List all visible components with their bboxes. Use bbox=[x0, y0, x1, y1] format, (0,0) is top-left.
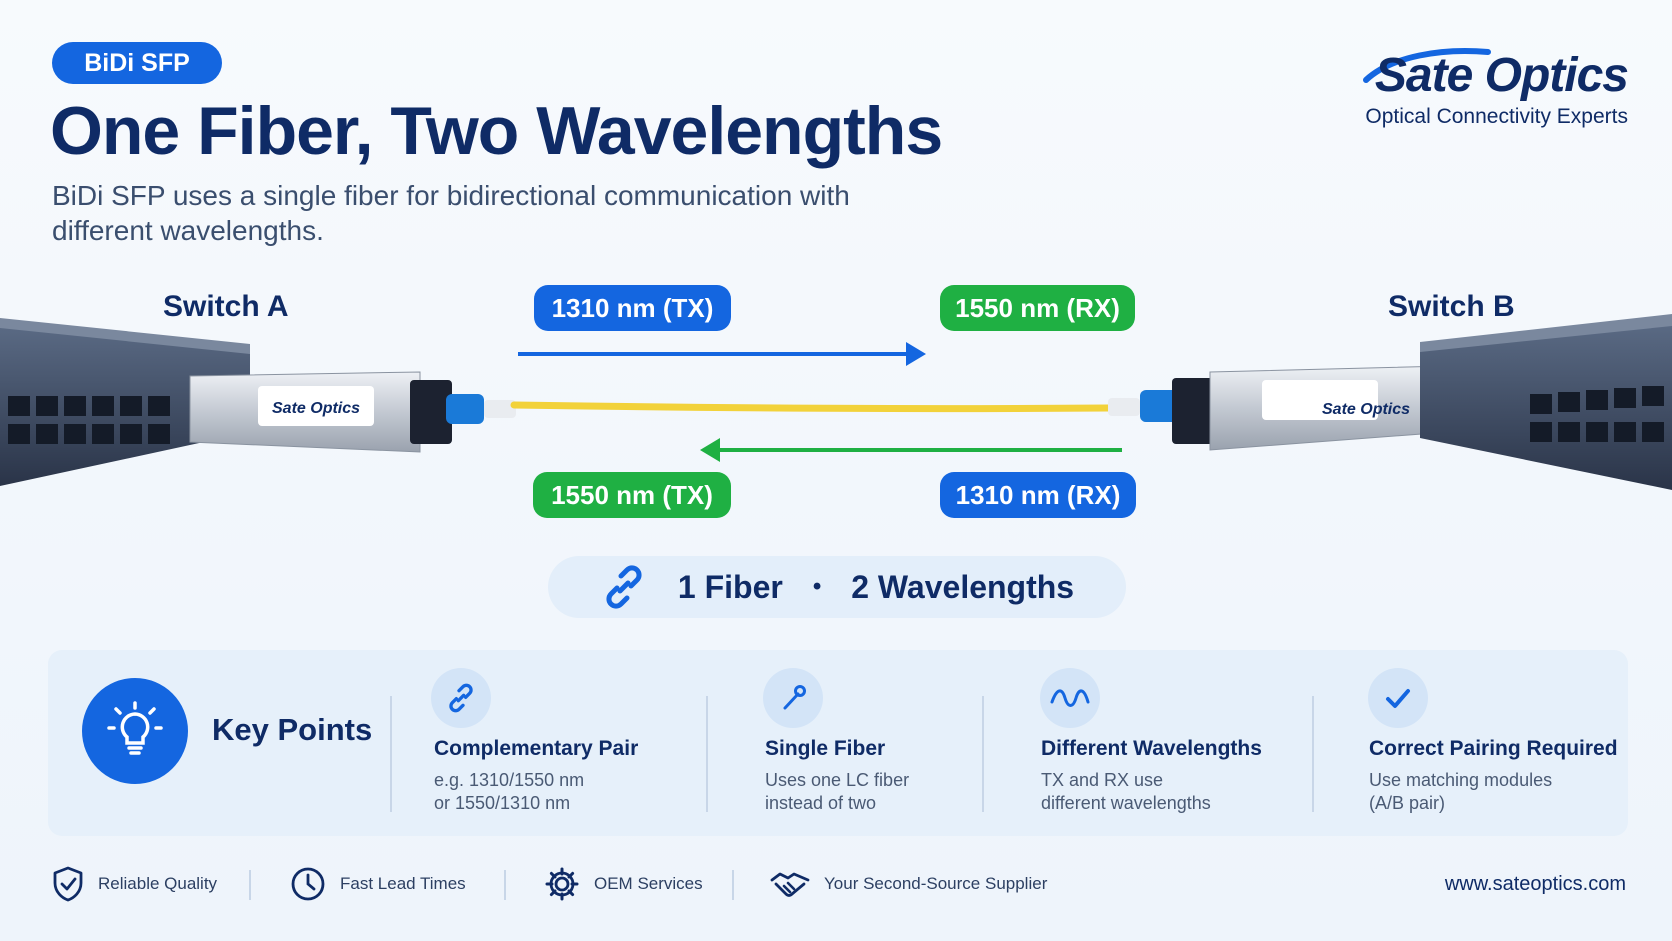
brand-logo: Sate Optics Optical Connectivity Experts bbox=[1365, 48, 1629, 129]
shield-check-icon bbox=[53, 866, 83, 902]
feature-desc-line: or 1550/1310 nm bbox=[434, 793, 571, 813]
feature-different-wavelengths: Different Wavelengths TX and RX use diff… bbox=[1041, 737, 1262, 815]
page-subtitle: BiDi SFP uses a single fiber for bidirec… bbox=[52, 180, 850, 246]
footer-label: Fast Lead Times bbox=[340, 874, 466, 893]
wavelength-pill-b-tx: 1310 nm (RX) bbox=[940, 472, 1136, 518]
footer-label: OEM Services bbox=[594, 874, 703, 893]
feature-desc-line: instead of two bbox=[765, 793, 877, 813]
feature-desc-line: Uses one LC fiber bbox=[765, 770, 910, 790]
fiber-cable bbox=[510, 401, 1112, 413]
summary-pill: 1 Fiber • 2 Wavelengths bbox=[548, 556, 1126, 618]
footer-divider bbox=[732, 870, 734, 900]
footer-label: Reliable Quality bbox=[98, 874, 218, 893]
handshake-icon bbox=[770, 872, 810, 897]
feature-desc-line: TX and RX use bbox=[1041, 770, 1164, 790]
feature-title: Correct Pairing Required bbox=[1369, 737, 1618, 760]
brand-name: Sate Optics bbox=[1374, 49, 1629, 102]
key-points-badge bbox=[82, 678, 188, 784]
summary-wavelengths: 2 Wavelengths bbox=[851, 568, 1075, 605]
arrow-left-rx-icon bbox=[700, 438, 1122, 462]
divider bbox=[706, 696, 708, 812]
divider bbox=[982, 696, 984, 812]
footer-item-lead-times: Fast Lead Times bbox=[290, 866, 466, 902]
fiber-link-diagram bbox=[0, 314, 1672, 490]
brand-swoosh-icon bbox=[1363, 48, 1491, 83]
footer-divider bbox=[504, 870, 506, 900]
link-icon bbox=[449, 683, 473, 713]
link-icon bbox=[606, 565, 642, 609]
footer-divider bbox=[249, 870, 251, 900]
page-title: One Fiber, Two Wavelengths bbox=[50, 93, 943, 169]
feature-desc-line: Use matching modules bbox=[1369, 770, 1553, 790]
check-icon bbox=[1386, 689, 1410, 708]
switch-a-icon bbox=[0, 318, 250, 486]
key-points-title: Key Points bbox=[212, 712, 373, 747]
feature-icon-single-fiber bbox=[763, 668, 823, 728]
feature-title: Different Wavelengths bbox=[1041, 737, 1262, 760]
feature-title: Single Fiber bbox=[765, 737, 886, 760]
feature-single-fiber: Single Fiber Uses one LC fiber instead o… bbox=[765, 737, 909, 815]
arrow-right-tx-icon bbox=[518, 342, 926, 366]
product-badge: BiDi SFP bbox=[52, 42, 222, 84]
feature-icon-pairing bbox=[1368, 668, 1428, 728]
feature-complementary-pair: Complementary Pair e.g. 1310/1550 nm or … bbox=[434, 737, 638, 815]
lightbulb-icon bbox=[107, 701, 163, 755]
wave-icon bbox=[1050, 689, 1090, 707]
footer-item-oem: OEM Services bbox=[544, 866, 703, 902]
footer-item-quality: Reliable Quality bbox=[52, 866, 217, 902]
feature-desc-line: e.g. 1310/1550 nm bbox=[434, 770, 585, 790]
feature-correct-pairing: Correct Pairing Required Use matching mo… bbox=[1369, 737, 1618, 815]
wavelength-pill-a-rx: 1550 nm (TX) bbox=[533, 472, 731, 518]
switch-a-label: Switch A bbox=[163, 290, 289, 323]
key-points-panel bbox=[48, 650, 1628, 836]
feature-icon-complementary bbox=[431, 668, 491, 728]
feature-icon-wavelengths bbox=[1040, 668, 1100, 728]
summary-fiber: 1 Fiber bbox=[677, 568, 783, 605]
fiber-probe-icon bbox=[783, 685, 806, 710]
module-a-label: Sate Optics bbox=[272, 400, 361, 417]
wavelength-pill-a-tx: 1310 nm (TX) bbox=[534, 285, 731, 331]
divider bbox=[1312, 696, 1314, 812]
gear-icon bbox=[545, 867, 579, 901]
website-link[interactable]: www.sateoptics.com bbox=[1444, 873, 1626, 895]
switch-b-label: Switch B bbox=[1388, 290, 1515, 323]
feature-desc-line: different wavelengths bbox=[1041, 793, 1211, 813]
switch-b-icon bbox=[1420, 314, 1672, 490]
wavelength-pill-b-rx: 1550 nm (RX) bbox=[940, 285, 1135, 331]
brand-tagline: Optical Connectivity Experts bbox=[1365, 105, 1628, 128]
divider bbox=[390, 696, 392, 812]
summary-separator: • bbox=[812, 573, 822, 600]
module-b-label: Sate Optics bbox=[1322, 401, 1411, 418]
feature-desc-line: (A/B pair) bbox=[1369, 793, 1446, 813]
footer-label: Your Second-Source Supplier bbox=[824, 874, 1048, 893]
footer-item-supplier: Your Second-Source Supplier bbox=[770, 866, 1047, 902]
sfp-module-a-icon bbox=[189, 371, 516, 453]
feature-title: Complementary Pair bbox=[434, 737, 639, 760]
clock-icon bbox=[291, 867, 325, 901]
sfp-module-b-icon bbox=[1108, 365, 1449, 451]
